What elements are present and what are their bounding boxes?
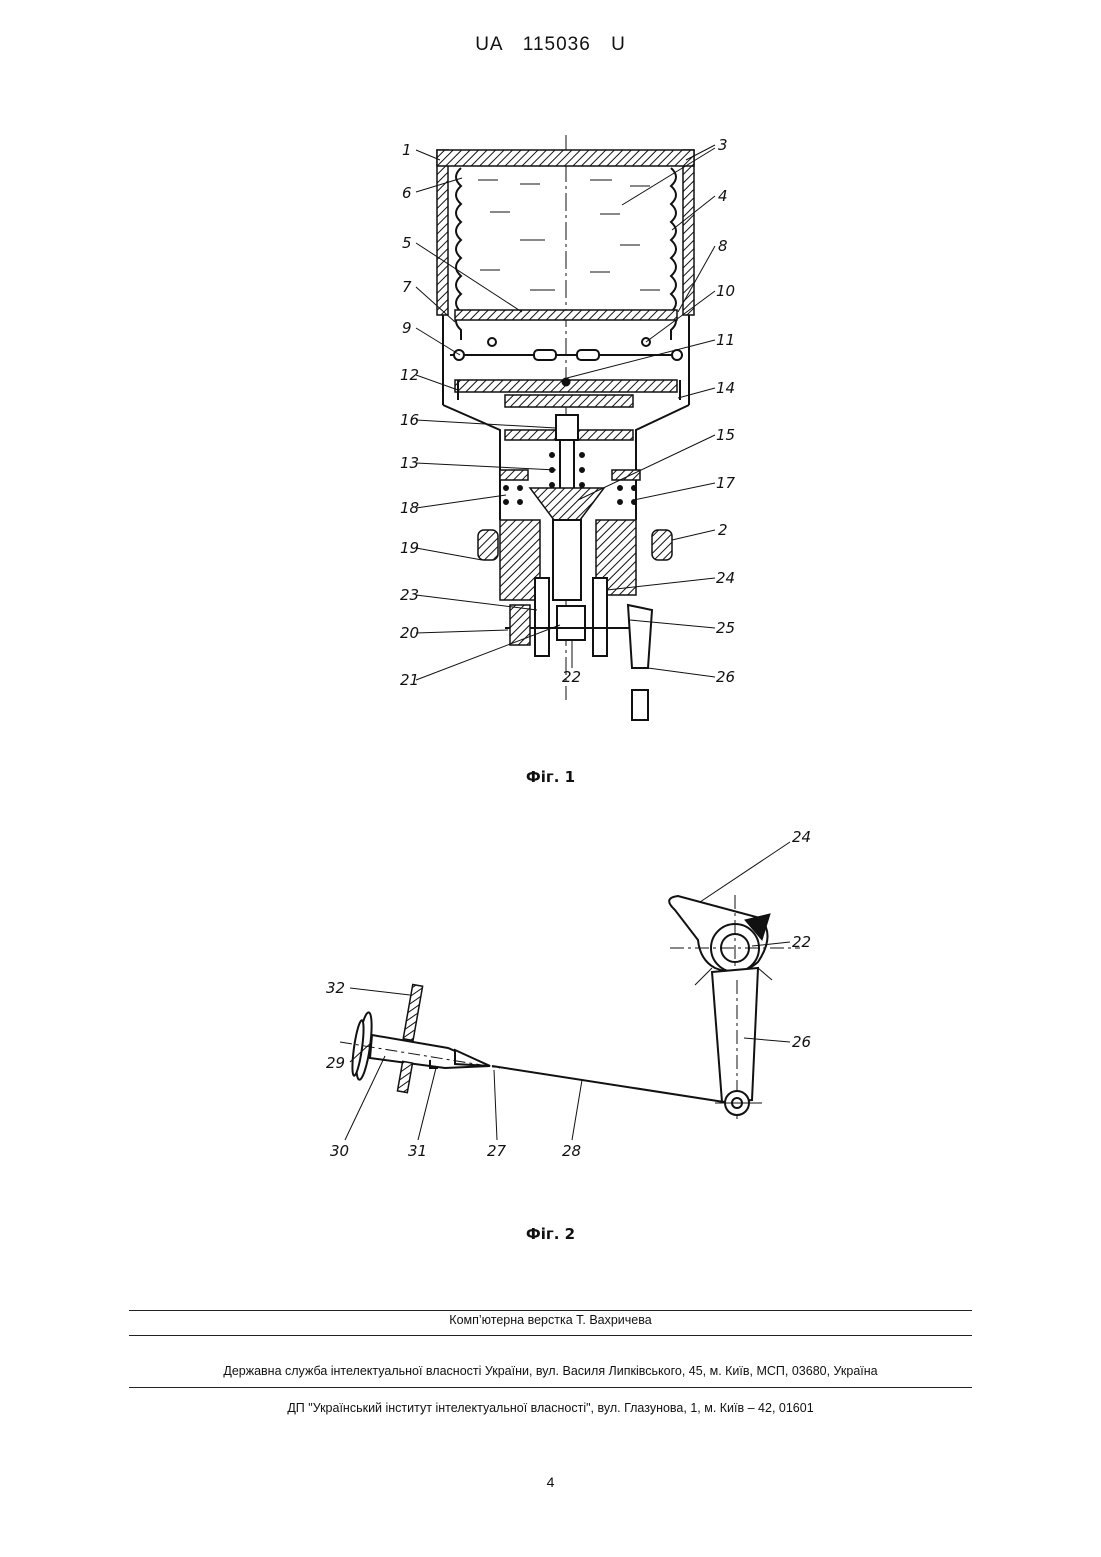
fig1-label-20: 20 <box>400 624 419 642</box>
institute-address: ДП "Український інститут інтелектуальної… <box>0 1401 1101 1415</box>
layout-credit: Комп’ютерна верстка Т. Вахричева <box>0 1313 1101 1327</box>
fig1-label-4: 4 <box>718 187 728 205</box>
fig1-label-5: 5 <box>402 234 412 252</box>
page-number: 4 <box>0 1474 1101 1490</box>
fig1-label-19: 19 <box>400 539 419 557</box>
fig1-label-14: 14 <box>716 379 735 397</box>
fig1-label-26: 26 <box>716 668 735 686</box>
fig1-label-3: 3 <box>718 136 728 154</box>
footer-rule-bottom <box>129 1387 972 1388</box>
fig1-label-13: 13 <box>400 454 419 472</box>
fig1-label-12: 12 <box>400 366 419 384</box>
fig1-label-21: 21 <box>400 671 419 689</box>
fig2-label-27: 27 <box>487 1142 507 1160</box>
fig2-label-29: 29 <box>326 1054 345 1072</box>
fig2-label-24: 24 <box>792 828 811 846</box>
fig2-label-28: 28 <box>562 1142 581 1160</box>
fig2-label-30: 30 <box>330 1142 349 1160</box>
fig1-label-8: 8 <box>718 237 728 255</box>
fig1-label-2: 2 <box>718 521 728 539</box>
fig1-label-22: 22 <box>562 668 581 686</box>
fig1-label-24: 24 <box>716 569 735 587</box>
figure-1-caption: Фіг. 1 <box>0 768 1101 786</box>
figure-2-drawing: 24 22 26 32 29 30 31 27 28 <box>0 810 1101 1170</box>
fig1-label-11: 11 <box>716 331 735 349</box>
fig1-label-6: 6 <box>402 184 412 202</box>
fig1-label-25: 25 <box>716 619 735 637</box>
fig1-label-7: 7 <box>402 278 412 296</box>
fig1-label-9: 9 <box>402 319 412 337</box>
fig1-label-23: 23 <box>400 586 419 604</box>
fig1-label-17: 17 <box>716 474 736 492</box>
fig1-label-10: 10 <box>716 282 735 300</box>
fig1-label-18: 18 <box>400 499 419 517</box>
fig2-label-32: 32 <box>326 979 345 997</box>
fig2-label-31: 31 <box>408 1142 427 1160</box>
footer-rule-top <box>129 1310 972 1311</box>
fig1-label-1: 1 <box>402 141 412 159</box>
fig2-label-26: 26 <box>792 1033 811 1051</box>
fig1-label-16: 16 <box>400 411 419 429</box>
agency-address: Державна служба інтелектуальної власност… <box>0 1364 1101 1378</box>
fig1-label-15: 15 <box>716 426 735 444</box>
figure-2-caption: Фіг. 2 <box>0 1225 1101 1243</box>
figure-1-drawing: 1 6 5 7 9 12 16 13 18 19 23 20 21 3 4 8 … <box>0 0 1101 760</box>
footer-rule-middle <box>129 1335 972 1336</box>
fig2-label-22: 22 <box>792 933 811 951</box>
